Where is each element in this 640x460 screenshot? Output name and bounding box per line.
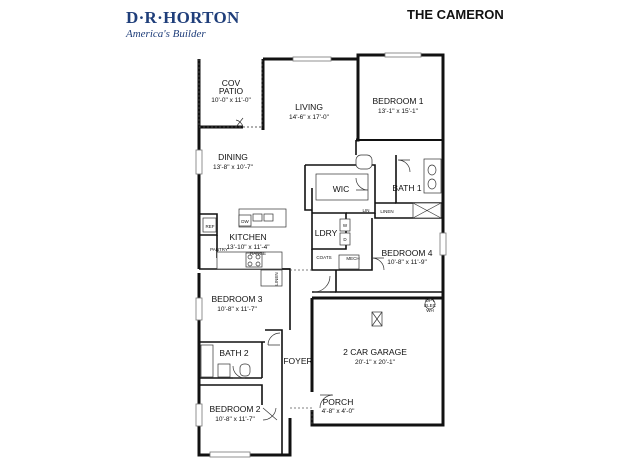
logo-tagline: America's Builder — [126, 28, 206, 40]
linen-small-label: LINEN — [274, 272, 279, 285]
foyer-name: FOYER — [283, 356, 312, 366]
cov-patio-dims: 10'-0" x 11'-0" — [211, 97, 251, 104]
dining-dims: 13'-8" x 10'-7" — [213, 164, 254, 171]
opt-label-2: ELEC — [424, 303, 437, 308]
fixture-labels: DW REF PANTRY RANGE LINEN W D OPT ELEC W… — [206, 219, 437, 313]
bedroom2-dims: 10'-8" x 11'-7" — [215, 416, 255, 423]
living-name: LIVING — [295, 102, 323, 112]
opt-label-3: WH — [426, 308, 434, 313]
bedroom1-dims: 13'-1" x 15'-1" — [378, 108, 419, 115]
cov-patio-name-2: PATIO — [219, 86, 244, 96]
linen-label: LINEN — [380, 209, 393, 214]
bedroom3-name: BEDROOM 3 — [211, 294, 262, 304]
dr-horton-logo: D·R·HORTON America's Builder — [118, 8, 239, 48]
garage-name: 2 CAR GARAGE — [343, 347, 407, 357]
kitchen-dims: 13'-10" x 11'-4" — [226, 244, 270, 251]
porch-dims: 4'-8" x 4'-0" — [322, 408, 355, 415]
room-labels: COV PATIO 10'-0" x 11'-0" LIVING 14'-6" … — [209, 78, 432, 423]
logo-text: D·R·HORTON — [126, 8, 240, 27]
wic-name: WIC — [333, 184, 350, 194]
bath1-name: BATH 1 — [392, 183, 421, 193]
bedroom4-name: BEDROOM 4 — [381, 248, 432, 258]
ref-label: REF — [206, 224, 215, 229]
plan-title: THE CAMERON — [407, 7, 504, 22]
living-dims: 14'-6" x 17'-0" — [289, 114, 330, 121]
lin-label: LIN — [362, 208, 369, 213]
door-swings — [232, 117, 411, 421]
range-label: RANGE — [250, 251, 266, 256]
dining-name: DINING — [218, 152, 248, 162]
cov-patio-name-1: COV — [222, 78, 241, 88]
bedroom3-dims: 10'-8" x 11'-7" — [217, 306, 257, 313]
garage-dims: 20'-1" x 20'-1" — [355, 359, 396, 366]
ldry-name: LDRY — [315, 228, 338, 238]
dryer-label: D — [343, 237, 347, 242]
fixtures — [200, 154, 442, 378]
kitchen-name: KITCHEN — [229, 232, 266, 242]
windows — [195, 52, 447, 458]
pantry-label: PANTRY — [210, 247, 228, 252]
dw-label: DW — [241, 219, 249, 224]
washer-label: W — [343, 223, 348, 228]
bedroom1-name: BEDROOM 1 — [372, 96, 423, 106]
bedroom2-name: BEDROOM 2 — [209, 404, 260, 414]
bath2-name: BATH 2 — [219, 348, 248, 358]
opt-label-1: OPT — [425, 298, 435, 303]
patio-outline — [198, 59, 263, 128]
porch-outline — [290, 407, 313, 425]
porch-name: PORCH — [323, 397, 354, 407]
mech-label: MECH — [346, 256, 359, 261]
coats-label: COATS — [316, 255, 331, 260]
bedroom4-dims: 10'-8" x 11'-9" — [387, 259, 427, 266]
